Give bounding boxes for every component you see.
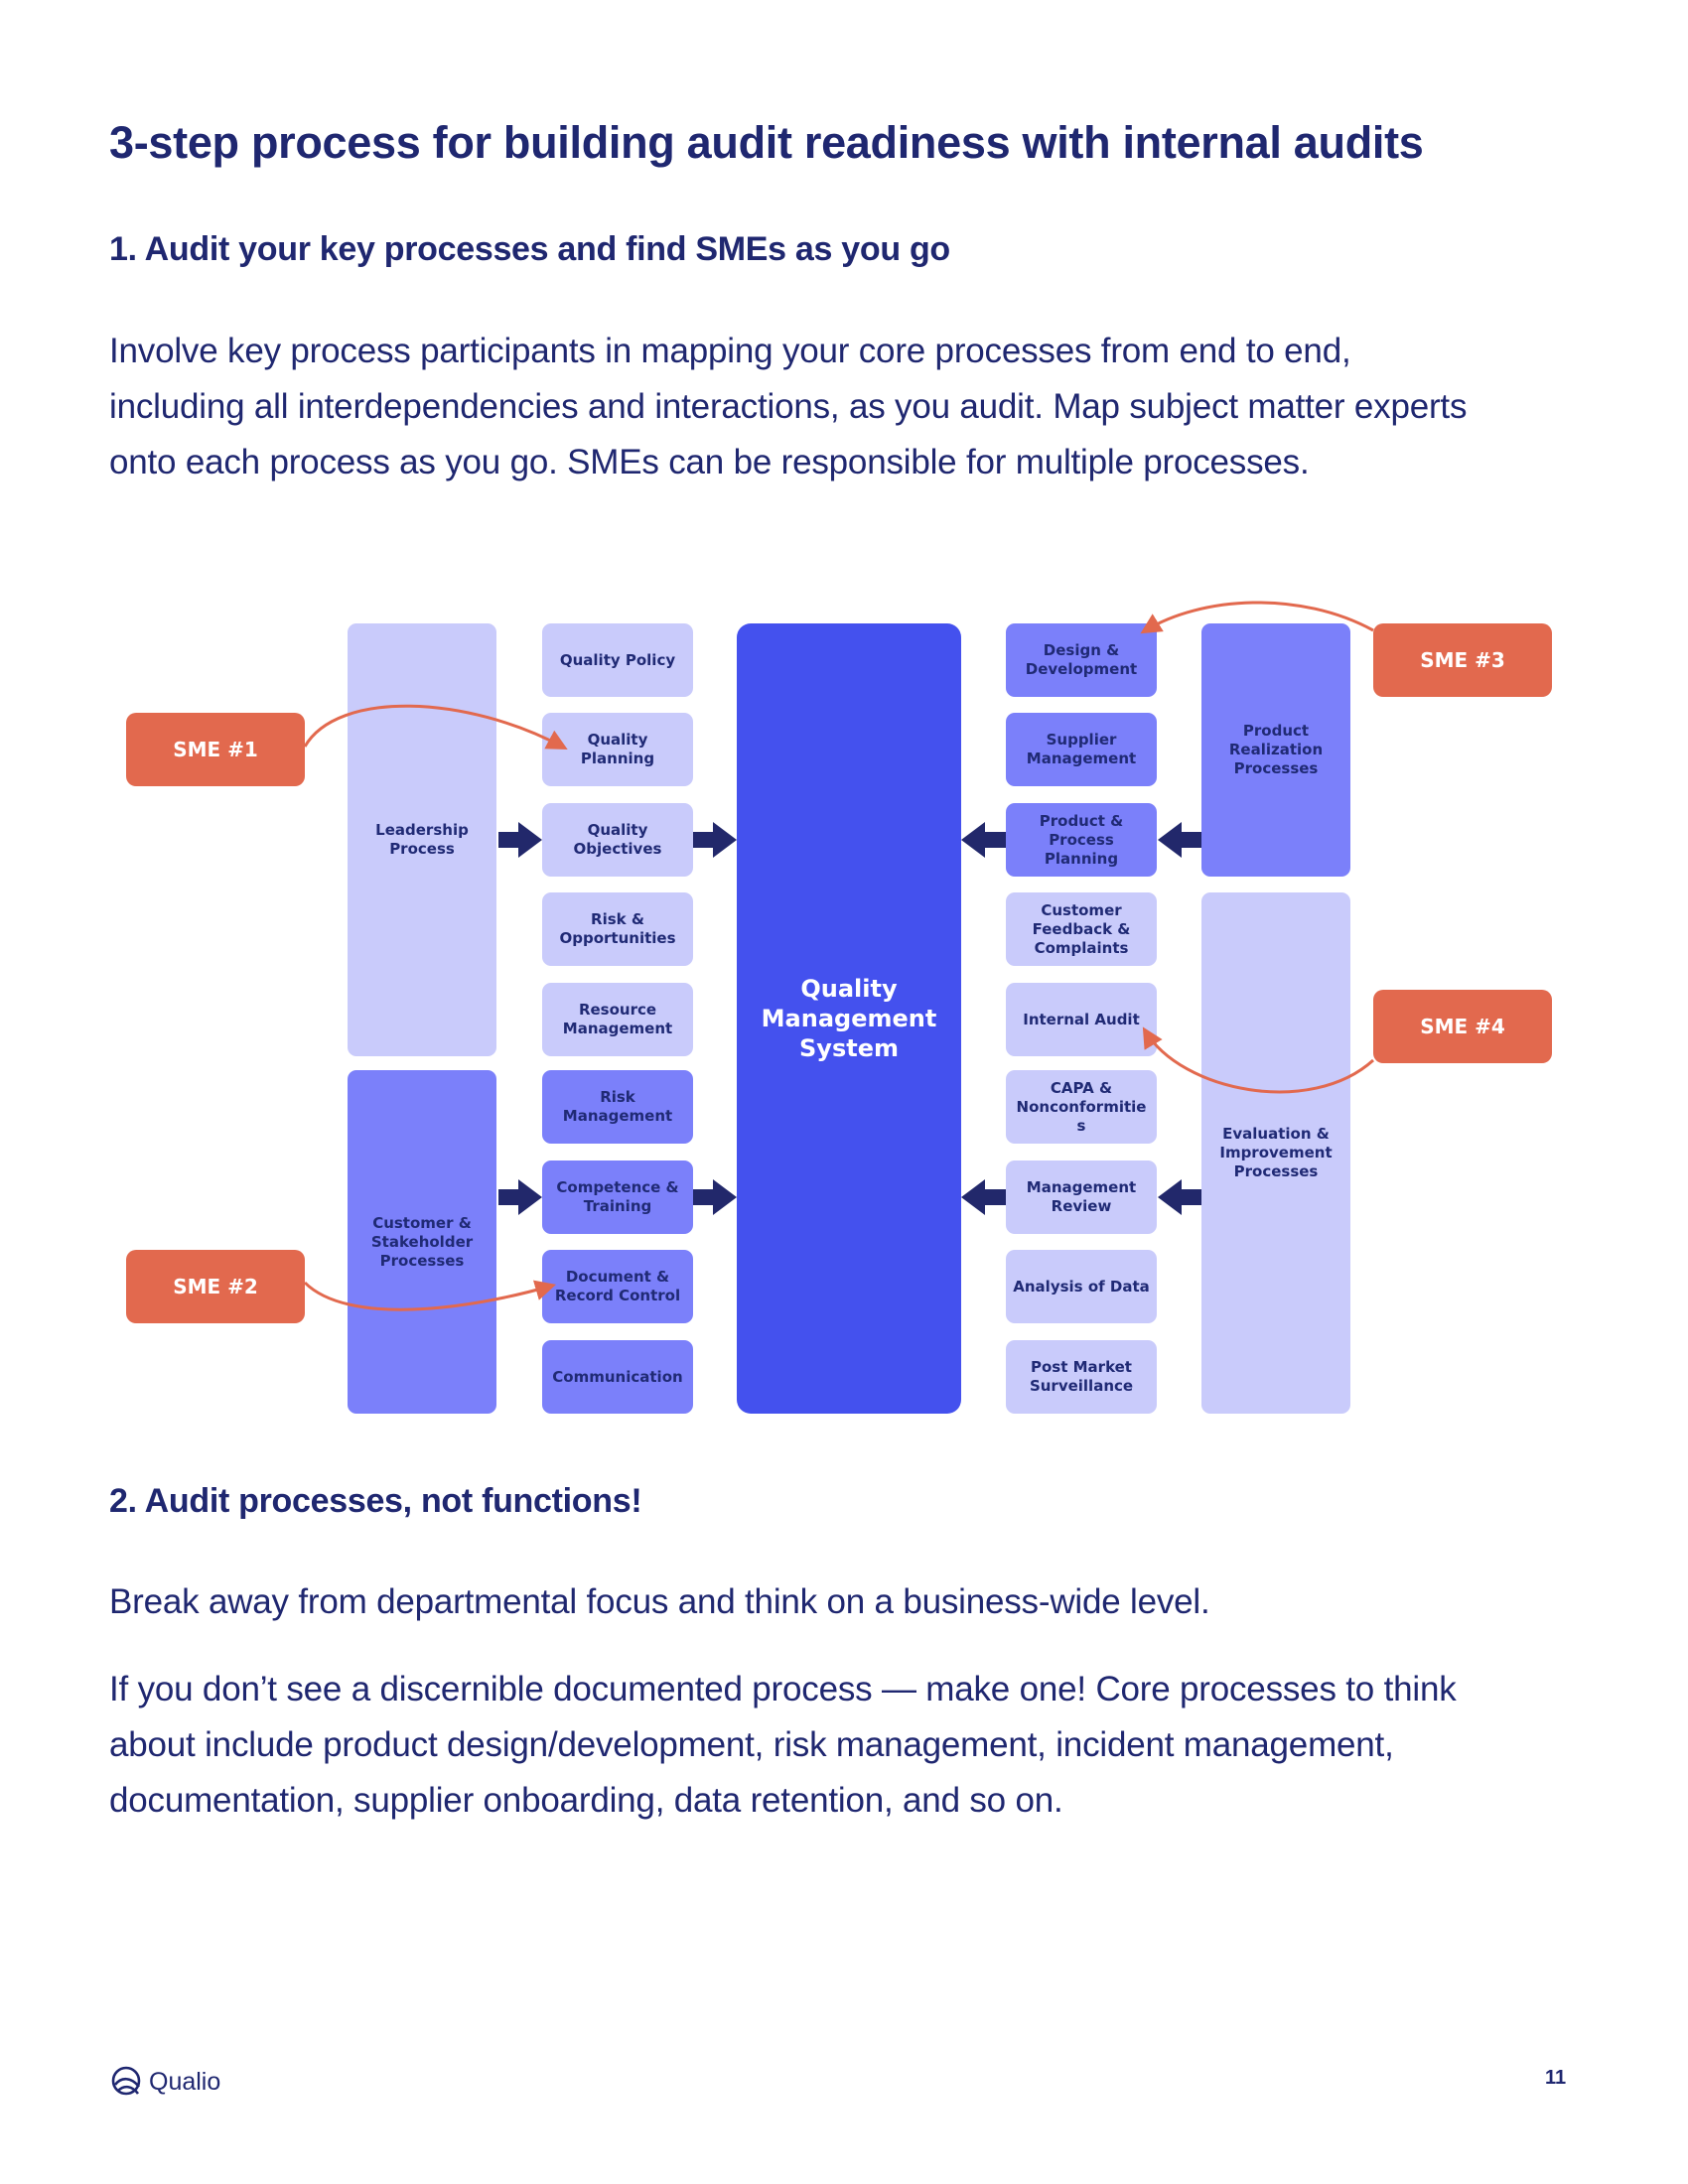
product-realization-processes: Product Realization Processes	[1201, 623, 1350, 877]
leadership-process: Leadership Process	[348, 623, 496, 1056]
customer-stakeholder-processes: Customer & Stakeholder Processes	[348, 1070, 496, 1414]
sme-2-badge: SME #2	[126, 1250, 305, 1323]
right-item-post-market-surveillance: Post Market Surveillance	[1006, 1340, 1157, 1414]
arrow-review-to-qms-icon	[961, 1179, 1006, 1215]
arrow-competence-to-qms-icon	[693, 1179, 737, 1215]
sme-3-badge: SME #3	[1373, 623, 1552, 697]
left-item-risk-management: Risk Management	[542, 1070, 693, 1144]
right-item-internal-audit: Internal Audit	[1006, 983, 1157, 1056]
left-item-communication: Communication	[542, 1340, 693, 1414]
left-item-document-record-control: Document & Record Control	[542, 1250, 693, 1323]
footer-brand: Qualio	[109, 2065, 220, 2099]
arrow-objectives-to-qms-icon	[693, 822, 737, 858]
step2-heading: 2. Audit processes, not functions!	[109, 1482, 642, 1520]
right-item-management-review: Management Review	[1006, 1160, 1157, 1234]
left-item-quality-objectives: Quality Objectives	[542, 803, 693, 877]
arrow-leadership-to-objectives-icon	[498, 822, 542, 858]
left-item-quality-policy: Quality Policy	[542, 623, 693, 697]
right-item-customer-feedback: Customer Feedback & Complaints	[1006, 892, 1157, 966]
arrow-evaluation-to-review-icon	[1158, 1179, 1201, 1215]
right-item-product-process-planning: Product & Process Planning	[1006, 803, 1157, 877]
sme-4-badge: SME #4	[1373, 990, 1552, 1063]
arrow-planning-to-qms-icon	[961, 822, 1006, 858]
arrow-realization-to-planning-icon	[1158, 822, 1201, 858]
evaluation-improvement-processes: Evaluation & Improvement Processes	[1201, 892, 1350, 1414]
quality-management-system: Quality Management System	[737, 623, 961, 1414]
page-number: 11	[1545, 2067, 1567, 2089]
footer-brand-name: Qualio	[149, 2067, 221, 2096]
right-item-design-development: Design & Development	[1006, 623, 1157, 697]
left-item-quality-planning: Quality Planning	[542, 713, 693, 786]
step2-body-1: Break away from departmental focus and t…	[109, 1582, 1210, 1621]
right-item-analysis-of-data: Analysis of Data	[1006, 1250, 1157, 1323]
right-item-supplier-management: Supplier Management	[1006, 713, 1157, 786]
left-item-risk-opportunities: Risk & Opportunities	[542, 892, 693, 966]
qualio-logo-icon	[111, 2066, 141, 2096]
right-item-capa-nonconformities: CAPA & Nonconformitie s	[1006, 1070, 1157, 1144]
arrow-customer-to-competence-icon	[498, 1179, 542, 1215]
page-title: 3-step process for building audit readin…	[109, 117, 1424, 168]
step1-heading: 1. Audit your key processes and find SME…	[109, 230, 950, 268]
step2-body-2: If you don’t see a discernible documente…	[109, 1670, 1457, 1820]
left-item-resource-management: Resource Management	[542, 983, 693, 1056]
step1-body: Involve key process participants in mapp…	[109, 332, 1468, 481]
left-item-competence-training: Competence & Training	[542, 1160, 693, 1234]
sme-1-badge: SME #1	[126, 713, 305, 786]
